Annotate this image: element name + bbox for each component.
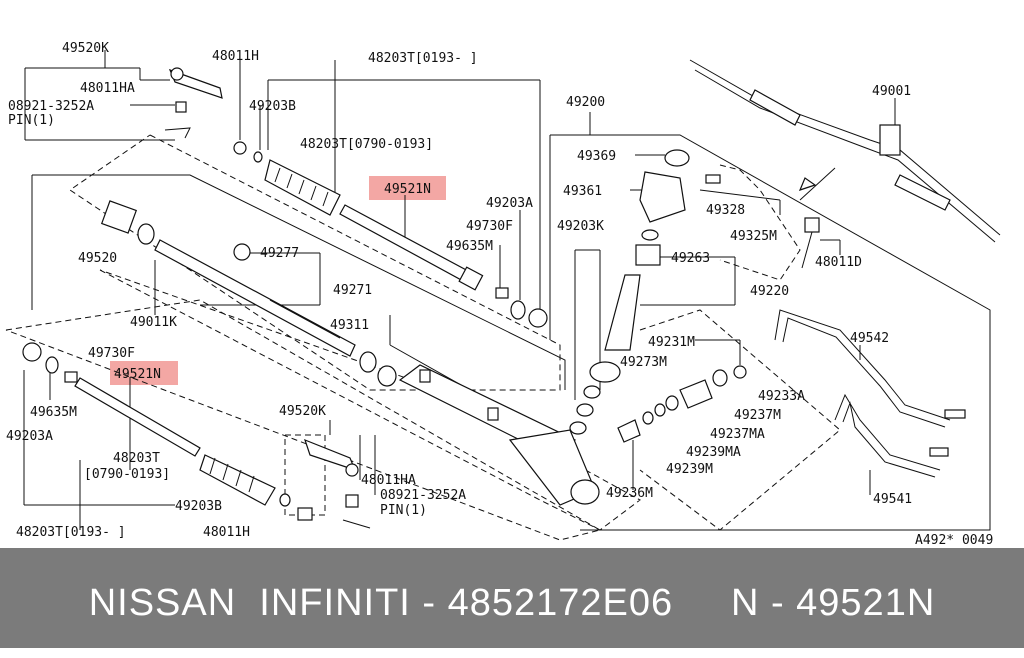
label-49236M: 49236M (606, 486, 653, 501)
label-49237M: 49237M (734, 408, 781, 423)
label-48011HA-bottom: 48011HA (361, 473, 416, 488)
lower-parts (22, 141, 371, 529)
label-49239MA: 49239MA (686, 445, 741, 460)
highlight-49521N-top (369, 176, 446, 200)
label-49325M: 49325M (730, 229, 777, 244)
highlight-49521N-bottom (110, 361, 178, 385)
label-49200: 49200 (566, 95, 605, 110)
label-49369: 49369 (577, 149, 616, 164)
label-49521N-top: 49521N (384, 182, 431, 197)
part-number-text: NISSAN INFINITI - 4852172E06 N - 49521N (88, 582, 936, 624)
label-08921-bottom: 08921-3252A (380, 488, 466, 503)
label-48011HA-top: 48011HA (80, 81, 135, 96)
label-49542: 49542 (850, 331, 889, 346)
label-08921-top: 08921-3252A (8, 99, 94, 114)
inner-tie-rod-top (339, 204, 548, 328)
label-49273M: 49273M (620, 355, 667, 370)
gear-housing (398, 364, 600, 506)
label-pin-bottom: PIN(1) (380, 503, 427, 518)
complete-gear-assembly-thumbnail (689, 59, 1001, 243)
label-49271: 49271 (333, 283, 372, 298)
label-49520K-bottom: 49520K (279, 404, 326, 419)
label-48011D: 48011D (815, 255, 862, 270)
rack-assembly (100, 200, 397, 387)
label-0790-bottom: [0790-0193] (84, 467, 170, 482)
label-48203T-0790-top: 48203T[0790-0193] (300, 137, 433, 152)
label-49233A: 49233A (758, 389, 805, 404)
label-49203A-right: 49203A (486, 196, 533, 211)
steering-gear-exploded-diagram: 49520K 48011HA 08921-3252A PIN(1) 48011H… (5, 41, 1001, 548)
hydraulic-tubes (774, 309, 966, 478)
label-49730F-right: 49730F (466, 219, 513, 234)
diagram-reference-code: A492* 0049 (915, 533, 993, 548)
label-49001: 49001 (872, 84, 911, 99)
label-49541: 49541 (873, 492, 912, 507)
label-49277: 49277 (260, 246, 299, 261)
label-49237MA: 49237MA (710, 427, 765, 442)
label-49203K: 49203K (557, 219, 604, 234)
label-49635M-left: 49635M (30, 405, 77, 420)
label-49361: 49361 (563, 184, 602, 199)
label-49328: 49328 (706, 203, 745, 218)
label-49231M: 49231M (648, 335, 695, 350)
label-49203A-left: 49203A (6, 429, 53, 444)
bracket-bolt (705, 174, 820, 269)
label-49263: 49263 (671, 251, 710, 266)
leader-lines (49, 50, 896, 495)
label-49521N-bottom: 49521N (114, 367, 161, 382)
pinion-assembly (569, 149, 690, 435)
label-49203B-top: 49203B (249, 99, 296, 114)
part-labels: 49520K 48011HA 08921-3252A PIN(1) 48011H… (6, 41, 993, 548)
label-48011H-bottom: 48011H (203, 525, 250, 540)
label-49520: 49520 (78, 251, 117, 266)
label-49220: 49220 (750, 284, 789, 299)
boot-top (264, 159, 341, 216)
label-49520K-top: 49520K (62, 41, 109, 56)
label-49730F-left: 49730F (88, 346, 135, 361)
label-pin-top: PIN(1) (8, 113, 55, 128)
frame-lines (23, 67, 991, 531)
label-48011H-top: 48011H (212, 49, 259, 64)
label-48203T-0193-top: 48203T[0193- ] (368, 51, 478, 66)
label-49311: 49311 (330, 318, 369, 333)
cylinder-seals (617, 365, 747, 443)
label-49635M-right: 49635M (446, 239, 493, 254)
label-49239M: 49239M (666, 462, 713, 477)
label-49011K: 49011K (130, 315, 177, 330)
label-48203T-bottom: 48203T (113, 451, 160, 466)
label-49203B-bottom: 49203B (175, 499, 222, 514)
tie-rod-end-top (164, 67, 223, 139)
label-48203T-0193-bottom: 48203T[0193- ] (16, 525, 126, 540)
part-number-banner: NISSAN INFINITI - 4852172E06 N - 49521N (0, 548, 1024, 648)
